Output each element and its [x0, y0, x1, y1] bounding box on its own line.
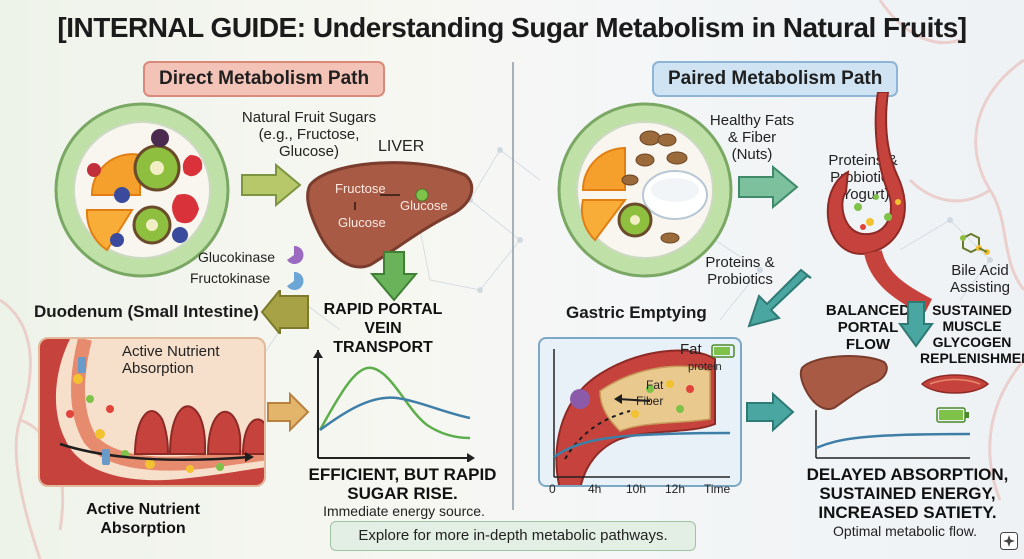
left-outcome-bold: EFFICIENT, BUT RAPID SUGAR RISE.	[308, 465, 497, 503]
arrow-stomach-down	[898, 301, 934, 348]
liver-glucose-label-left: Glucose	[338, 215, 386, 230]
time-tick-4h: 4h	[588, 482, 602, 496]
right-outcome-sub: Optimal metabolic flow.	[833, 523, 977, 539]
liver-fructose-label: Fructose	[335, 181, 386, 196]
sparkle-watermark-icon	[1000, 532, 1018, 550]
time-tick-10h: 10h	[626, 482, 647, 496]
liver-small-illustration	[799, 355, 888, 410]
explore-more-link[interactable]: Explore for more in-depth metabolic path…	[330, 521, 696, 551]
fructokinase-label: Fructokinase	[190, 270, 271, 286]
intestine-panel: Active Nutrient Absorption	[38, 337, 266, 487]
fruit-plate-illustration	[54, 102, 230, 278]
fruit-sugars-label: Natural Fruit Sugars (e.g., Fructose, Gl…	[241, 109, 377, 160]
main-title: [INTERNAL GUIDE: Understanding Sugar Met…	[57, 12, 967, 43]
liver-illustration	[306, 161, 474, 269]
glucokinase-label: Glucokinase	[198, 249, 276, 265]
stomach-protein-label: protein	[688, 361, 722, 373]
arrow-intestine-to-graph	[267, 392, 310, 432]
enzyme-icons	[287, 245, 304, 290]
arrow-plate-to-liver	[241, 163, 302, 207]
stomach-illustration	[826, 92, 933, 312]
liver-label: LIVER	[378, 138, 425, 155]
balanced-portal-flow-label: BALANCED PORTAL FLOW	[825, 302, 911, 353]
muscle-illustration	[920, 374, 990, 394]
liver-glucose-label-right: Glucose	[400, 198, 448, 213]
duodenum-label: Duodenum (Small Intestine)	[34, 302, 259, 321]
arrow-to-gastric-emptying	[747, 268, 812, 328]
active-nutrient-inner-label: Active Nutrient Absorption	[122, 343, 220, 377]
paired-path-label: Paired Metabolism Path	[652, 61, 899, 97]
intestine-illustration	[40, 339, 264, 485]
sustained-curve	[815, 432, 971, 450]
portal-vein-label: RAPID PORTAL VEIN TRANSPORT	[323, 301, 443, 356]
gastric-emptying-panel: Fat protein Fat Fiber	[538, 337, 742, 487]
bile-acid-molecule-icon	[960, 232, 990, 255]
bile-acid-label: Bile Acid Assisting	[949, 262, 1011, 296]
sustained-energy-curve-chart	[815, 410, 971, 459]
fruit-nut-yogurt-plate	[557, 102, 733, 278]
stomach-fiber-label: Fiber	[636, 394, 664, 408]
time-tick-12h: 12h	[665, 482, 686, 496]
time-tick-0: 0	[549, 482, 556, 496]
healthy-fats-label: Healthy Fats & Fiber (Nuts)	[709, 112, 795, 163]
arrow-to-duodenum	[260, 290, 309, 334]
gastric-emptying-illustration	[553, 344, 735, 485]
direct-path-label: Direct Metabolism Path	[143, 61, 386, 97]
arrow-plate-to-stomach	[738, 165, 799, 209]
plate-proteins-label: Proteins & Probiotics	[705, 254, 775, 288]
blue-curve	[319, 396, 471, 432]
time-tick-time: Time	[704, 482, 731, 496]
right-outcome-bold: DELAYED ABSORPTION, SUSTAINED ENERGY, IN…	[806, 465, 1009, 522]
muscle-glycogen-label: SUSTAINED MUSCLE GLYCOGEN REPLENISHMENT	[920, 302, 1024, 366]
stomach-fat-label: Fat	[680, 341, 702, 358]
arrow-panel-to-liver	[746, 392, 795, 432]
stomach-fat2-label: Fat	[646, 378, 664, 392]
green-curve	[318, 366, 471, 440]
gastric-emptying-label: Gastric Emptying	[566, 303, 707, 322]
left-outcome-sub: Immediate energy source.	[323, 503, 485, 519]
active-nutrient-caption: Active Nutrient Absorption	[86, 501, 200, 537]
sustained-curve-inner	[553, 431, 731, 459]
battery-full-icon	[936, 407, 969, 423]
arrow-liver-down	[370, 251, 418, 302]
rapid-sugar-curve-chart	[313, 350, 475, 462]
